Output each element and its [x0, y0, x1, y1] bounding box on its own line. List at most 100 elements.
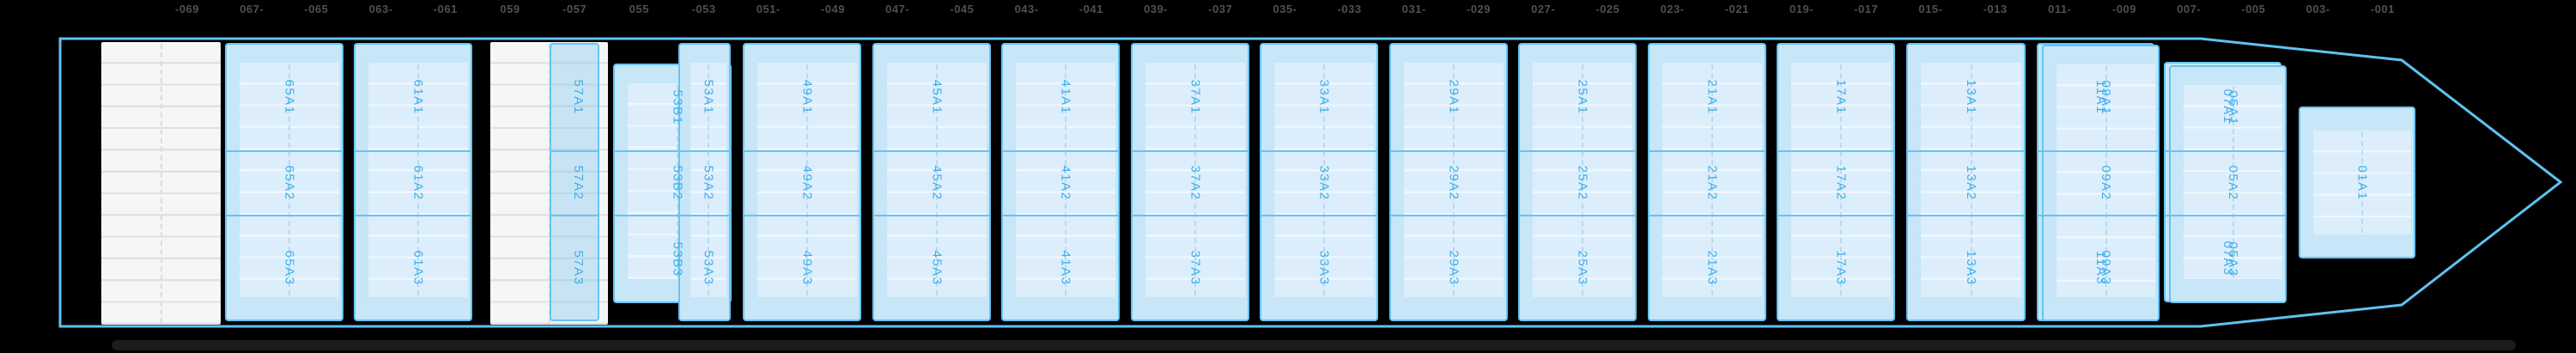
ruler-label: -017 — [1854, 3, 1879, 15]
tier-separator — [354, 150, 472, 152]
ruler-label: -013 — [1983, 3, 2008, 15]
ship-hull-outline — [58, 37, 2563, 328]
bay-centerline — [417, 64, 419, 295]
ruler-label: -045 — [950, 3, 975, 15]
block-57-white[interactable] — [490, 42, 608, 325]
white-block-centerline — [160, 44, 162, 323]
bay-61[interactable] — [354, 43, 472, 321]
bay-inner — [368, 63, 468, 297]
ruler-label: -061 — [433, 3, 458, 15]
ruler-label: 015- — [1918, 3, 1943, 15]
bay-centerline — [1970, 64, 1972, 295]
tier-separator — [225, 150, 343, 152]
tier-separator — [550, 150, 599, 152]
bay-inner — [2184, 85, 2282, 279]
ruler-label: 067- — [240, 3, 264, 15]
tier-separator — [2169, 150, 2287, 152]
ruler-label: -029 — [1466, 3, 1492, 15]
bay-centerline — [1453, 64, 1455, 295]
bay-09[interactable] — [2042, 45, 2160, 321]
tier-separator — [1777, 150, 1895, 152]
bay-centerline — [1194, 64, 1196, 295]
ruler-label: -021 — [1724, 3, 1749, 15]
bay-centerline — [806, 64, 808, 295]
bay-41[interactable] — [1001, 43, 1120, 321]
bay-37[interactable] — [1131, 43, 1249, 321]
tier-separator — [1389, 150, 1508, 152]
ruler-label: 047- — [885, 3, 910, 15]
ruler-label: 063- — [368, 3, 393, 15]
ruler-label: -053 — [691, 3, 716, 15]
ruler-label: 003- — [2306, 3, 2330, 15]
bay-21[interactable] — [1648, 43, 1766, 321]
block-69-white[interactable] — [101, 42, 221, 325]
bay-centerline — [2361, 132, 2363, 233]
tier-separator — [678, 215, 731, 216]
ruler-label: 059 — [500, 3, 520, 15]
tier-separator — [1518, 215, 1637, 216]
bay-inner — [240, 63, 339, 297]
ruler-label: -069 — [174, 3, 200, 15]
ruler-label: 035- — [1273, 3, 1297, 15]
bay-65[interactable] — [225, 43, 343, 321]
ruler-label: 031- — [1401, 3, 1426, 15]
tier-separator — [1906, 215, 2026, 216]
bay-49[interactable] — [743, 43, 861, 321]
bay-centerline — [677, 85, 678, 277]
tier-separator — [1648, 150, 1766, 152]
tier-separator — [1001, 215, 1120, 216]
bay-inner — [2057, 64, 2155, 297]
bay-53A[interactable] — [678, 43, 731, 321]
horizontal-scrollbar[interactable] — [112, 340, 2516, 350]
ruler-label: 023- — [1660, 3, 1685, 15]
ruler-label: -025 — [1595, 3, 1620, 15]
tier-separator — [2042, 150, 2160, 152]
bay-centerline — [936, 64, 938, 295]
ruler-label: 043- — [1014, 3, 1039, 15]
tier-separator — [743, 150, 861, 152]
bay-centerline — [1840, 64, 1842, 295]
bay-inner — [1533, 63, 1632, 297]
bay-05[interactable] — [2169, 65, 2287, 303]
bay-45[interactable] — [872, 43, 991, 321]
tier-separator — [550, 215, 599, 216]
tier-separator — [1001, 150, 1120, 152]
bay-33[interactable] — [1260, 43, 1378, 321]
ruler-label: 051- — [756, 3, 781, 15]
tier-separator — [1260, 150, 1378, 152]
bay-inner — [1274, 63, 1374, 297]
bay-57[interactable] — [550, 43, 599, 321]
bay-inner — [1404, 63, 1504, 297]
ruler-label: -037 — [1208, 3, 1233, 15]
tier-separator — [2042, 215, 2160, 216]
bay-13[interactable] — [1906, 43, 2026, 321]
bay-centerline — [1065, 64, 1066, 295]
bay-inner — [2313, 131, 2411, 234]
white-block-centerline — [548, 44, 550, 323]
bay-29[interactable] — [1389, 43, 1508, 321]
tier-separator — [872, 215, 991, 216]
bay-17[interactable] — [1777, 43, 1895, 321]
bay-centerline — [1582, 64, 1583, 295]
bay-inner — [757, 63, 857, 297]
bay-25[interactable] — [1518, 43, 1637, 321]
bay-centerline — [1711, 64, 1713, 295]
tier-separator — [872, 150, 991, 152]
bay-centerline — [2232, 87, 2234, 277]
bay-inner — [690, 63, 726, 297]
bay-centerline — [1323, 64, 1325, 295]
ruler-label: 019- — [1789, 3, 1814, 15]
ruler-label: -041 — [1078, 3, 1103, 15]
bay-01[interactable] — [2299, 107, 2415, 259]
tier-separator — [354, 215, 472, 216]
bay-centerline — [708, 64, 709, 295]
bay-inner — [1791, 63, 1891, 297]
ruler-label: 027- — [1531, 3, 1556, 15]
bay-inner — [1016, 63, 1115, 297]
ruler-label: -065 — [304, 3, 329, 15]
tier-separator — [2169, 215, 2287, 216]
ruler-label: -033 — [1337, 3, 1362, 15]
